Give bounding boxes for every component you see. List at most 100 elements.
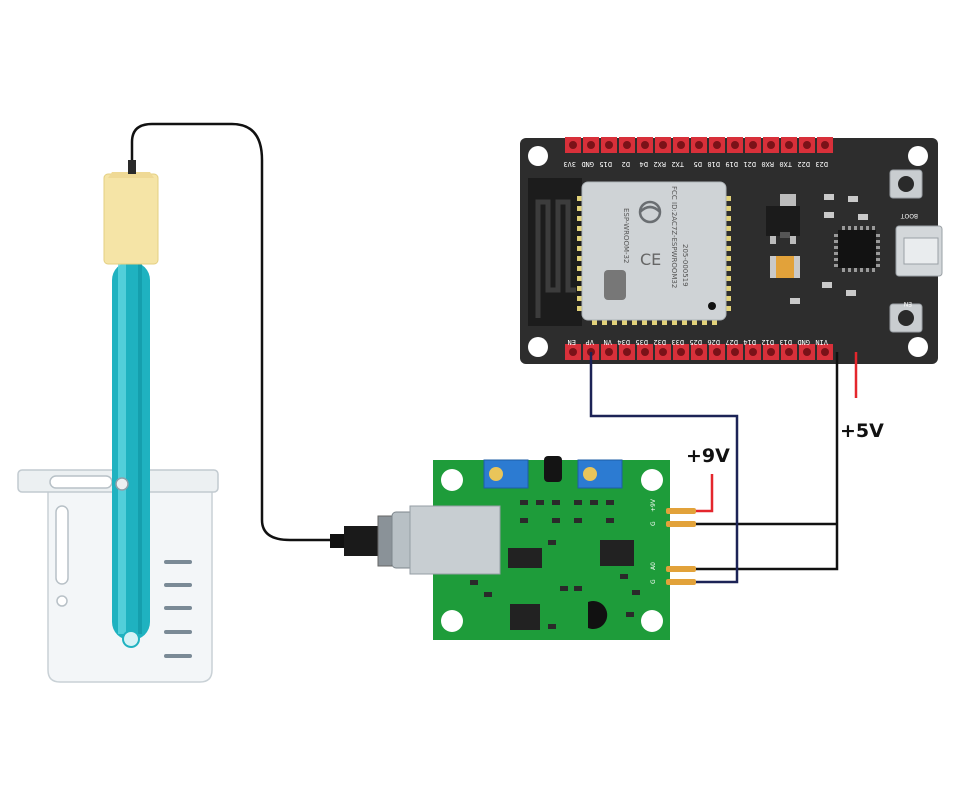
module-pad xyxy=(723,276,731,281)
chip-pin xyxy=(834,240,838,243)
module-fcc: FCC ID:2AC7Z-ESPWROOM32 xyxy=(670,186,678,288)
top-header-pin-label: D19 xyxy=(725,160,738,168)
module-pad xyxy=(723,306,731,311)
chip-pin xyxy=(848,268,851,272)
opamp-chip-1 xyxy=(508,548,542,568)
bottom-header-pin-hole xyxy=(731,348,739,356)
top-header-pin-hole xyxy=(695,141,703,149)
top-header-pin-label: TX2 xyxy=(671,160,684,168)
module-pad xyxy=(577,306,585,311)
chip-pin xyxy=(876,264,880,267)
module-pad xyxy=(652,317,657,325)
chip-pin xyxy=(834,246,838,249)
boot-button[interactable]: BOOT xyxy=(889,169,923,219)
bottom-header-pin-hole xyxy=(659,348,667,356)
bottom-header-pin-hole xyxy=(569,348,577,356)
usb-port-icon[interactable] xyxy=(895,225,943,277)
label-9v: +9V xyxy=(686,445,730,467)
wire-gnd xyxy=(696,352,839,571)
module-pad xyxy=(723,236,731,241)
pin-label-a0: A0 xyxy=(650,562,657,570)
bottom-header-pin-label: GND xyxy=(797,338,810,346)
top-header-pin-hole xyxy=(803,141,811,149)
module-pad xyxy=(723,206,731,211)
module-pad xyxy=(577,256,585,261)
module-pad xyxy=(723,196,731,201)
chip-pin xyxy=(860,226,863,230)
boot-button-label: BOOT xyxy=(901,212,918,219)
top-header-pin-hole xyxy=(587,141,595,149)
bottom-header-pin-hole xyxy=(767,348,775,356)
top-header-pin-label: TX0 xyxy=(779,160,792,168)
power-header: +9V G xyxy=(650,498,696,527)
bottom-header-pin-hole xyxy=(695,348,703,356)
top-header-pin-hole xyxy=(659,141,667,149)
module-pad xyxy=(577,206,585,211)
module-pad xyxy=(602,317,607,325)
esp-wroom-module: ESP-WROOM-32 FCC ID:2AC7Z-ESPWROOM32 205… xyxy=(577,181,731,325)
bottom-header-pin-label: D26 xyxy=(707,338,720,346)
top-header-pin-label: D4 xyxy=(640,160,648,168)
en-button[interactable]: EN xyxy=(889,300,923,333)
beaker-graduations xyxy=(164,560,192,658)
bnc-connector xyxy=(330,505,501,575)
bottom-header-pin-label: VN xyxy=(604,338,612,346)
pin-label-9v: +9V xyxy=(650,498,657,512)
module-pad xyxy=(592,317,597,325)
chip-pin xyxy=(834,258,838,261)
bottom-header-pin-hole xyxy=(749,348,757,356)
chip-pin xyxy=(842,226,845,230)
opamp-chip-3 xyxy=(510,604,540,630)
label-5v: +5V xyxy=(840,420,884,442)
wire-signal xyxy=(589,352,739,584)
bottom-header-pin-label: D33 xyxy=(671,338,684,346)
potentiometer-right xyxy=(577,459,623,489)
top-header-pin-label: 3V3 xyxy=(563,160,576,168)
antenna-trace xyxy=(535,199,576,318)
bottom-header-pin-hole xyxy=(677,348,685,356)
module-serial: 205-000519 xyxy=(681,244,689,287)
bottom-header-pin-hole xyxy=(713,348,721,356)
ce-mark-icon: CE xyxy=(640,250,661,269)
top-header-pin-label: RX2 xyxy=(653,160,666,168)
module-pad xyxy=(632,317,637,325)
module-pad xyxy=(577,196,585,201)
module-pad xyxy=(723,266,731,271)
chip-pin xyxy=(876,234,880,237)
top-header-pin-hole xyxy=(641,141,649,149)
potentiometer-left xyxy=(483,459,529,489)
module-name: ESP-WROOM-32 xyxy=(622,208,630,263)
top-header-pin-hole xyxy=(731,141,739,149)
chip-pin xyxy=(854,226,857,230)
bottom-header-pin-hole xyxy=(785,348,793,356)
top-header-pin-label: D18 xyxy=(707,160,720,168)
chip-pin xyxy=(834,234,838,237)
module-pad xyxy=(692,317,697,325)
bottom-header-pin-label: D32 xyxy=(653,338,666,346)
top-header-pin-label: D23 xyxy=(815,160,828,168)
top-header-pin-hole xyxy=(767,141,775,149)
module-pad xyxy=(577,236,585,241)
usb-uart-chip xyxy=(838,230,876,268)
wifi-icon xyxy=(638,200,662,224)
top-header-pin-label: D2 xyxy=(622,160,630,168)
chip-pin xyxy=(866,226,869,230)
chip-pin xyxy=(854,268,857,272)
transistor xyxy=(588,601,608,630)
module-pad xyxy=(723,216,731,221)
chip-pin xyxy=(876,252,880,255)
bottom-header-pin-label: D35 xyxy=(635,338,648,346)
bottom-header-pin-hole xyxy=(821,348,829,356)
bottom-header-pin-label: D13 xyxy=(779,338,792,346)
module-pad xyxy=(577,286,585,291)
voltage-regulator xyxy=(766,206,800,236)
bottom-header-pin-hole xyxy=(623,348,631,356)
module-pad xyxy=(672,317,677,325)
chip-pin xyxy=(872,268,875,272)
module-pad xyxy=(662,317,667,325)
top-header-pin-hole xyxy=(713,141,721,149)
bottom-header-pin-hole xyxy=(803,348,811,356)
top-header-pin-label: D22 xyxy=(797,160,810,168)
